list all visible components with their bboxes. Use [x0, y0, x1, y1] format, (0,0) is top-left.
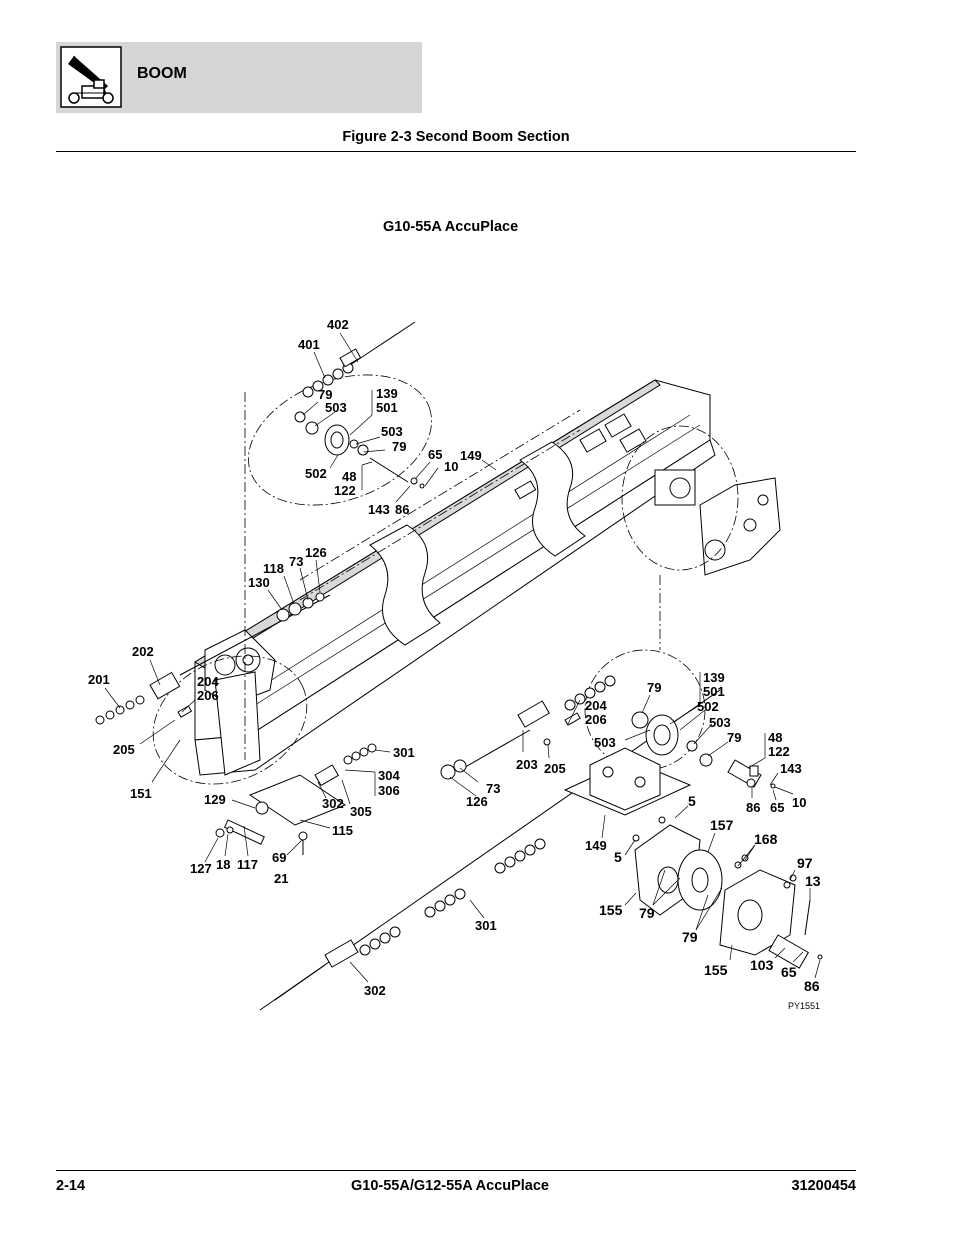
callout-86: 86 — [395, 502, 409, 517]
telehandler-boom-icon — [60, 46, 122, 108]
callout-503: 503 — [709, 715, 731, 730]
callout-79: 79 — [682, 929, 698, 945]
figure-title-text: Figure 2-3 Second Boom Section — [342, 129, 570, 145]
callout-118: 118 — [263, 561, 284, 576]
callout-127: 127 — [190, 861, 212, 876]
callout-143: 143 — [780, 761, 802, 776]
callout-122: 122 — [768, 744, 790, 759]
callout-117: 117 — [237, 857, 258, 872]
callout-126: 126 — [466, 794, 488, 809]
callout-204: 204 — [197, 674, 219, 689]
boom-section-drawing — [194, 379, 781, 776]
callout-203: 203 — [516, 757, 538, 772]
callout-401: 401 — [298, 337, 320, 352]
section-title: BOOM — [137, 65, 187, 82]
callout-79: 79 — [318, 387, 332, 402]
callout-204: 204 — [585, 698, 607, 713]
callout-301: 301 — [475, 918, 497, 933]
callout-205: 205 — [113, 742, 135, 757]
manual-title: G10-55A/G12-55A AccuPlace — [351, 1178, 550, 1194]
callout-115: 115 — [332, 823, 353, 838]
callout-73: 73 — [289, 554, 303, 569]
footer-rule — [56, 1170, 856, 1171]
callout-79: 79 — [727, 730, 741, 745]
callout-206: 206 — [197, 688, 219, 703]
callout-302: 302 — [364, 983, 386, 998]
callout-79: 79 — [639, 905, 655, 921]
figure-title: Figure 2-3 Second Boom Section — [0, 129, 954, 145]
header-rule — [56, 151, 856, 152]
callout-168: 168 — [754, 831, 778, 847]
callout-202: 202 — [132, 644, 154, 659]
callout-502: 502 — [305, 466, 327, 481]
callout-79: 79 — [647, 680, 661, 695]
callout-126: 126 — [305, 545, 327, 560]
callout-48: 48 — [768, 730, 782, 745]
lower-chain-assembly — [215, 675, 823, 1011]
leader-lines — [104, 332, 821, 983]
page-number: 2-14 — [56, 1178, 86, 1194]
callout-304: 304 — [378, 768, 400, 783]
callout-5: 5 — [614, 849, 622, 865]
callout-151: 151 — [130, 786, 152, 801]
callout-305: 305 — [350, 804, 372, 819]
callout-206: 206 — [585, 712, 607, 727]
upper-chain-assembly — [294, 321, 425, 489]
callout-155: 155 — [704, 962, 728, 978]
callout-155: 155 — [599, 902, 623, 918]
callout-501: 501 — [703, 684, 725, 699]
callout-139: 139 — [703, 670, 725, 685]
figure-subtitle: G10-55A AccuPlace — [383, 219, 519, 235]
callout-503: 503 — [381, 424, 403, 439]
callout-122: 122 — [334, 483, 356, 498]
callout-149: 149 — [585, 838, 607, 853]
callout-65: 65 — [770, 800, 784, 815]
callout-79: 79 — [392, 439, 406, 454]
callout-18: 18 — [216, 857, 230, 872]
callout-302: 302 — [322, 796, 344, 811]
callout-130: 130 — [248, 575, 270, 590]
callout-301: 301 — [393, 745, 415, 760]
document-number: 31200454 — [791, 1178, 856, 1194]
callout-10: 10 — [792, 795, 806, 810]
callout-501: 501 — [376, 400, 398, 415]
callout-48: 48 — [342, 469, 356, 484]
callout-143: 143 — [368, 502, 390, 517]
callout-86: 86 — [804, 978, 820, 994]
callout-201: 201 — [88, 672, 110, 687]
callout-306: 306 — [378, 783, 400, 798]
callout-5: 5 — [688, 793, 696, 809]
callout-503: 503 — [325, 400, 347, 415]
callout-157: 157 — [710, 817, 734, 833]
callout-21: 21 — [274, 871, 288, 886]
callout-205: 205 — [544, 761, 566, 776]
callout-149: 149 — [460, 448, 482, 463]
callout-65: 65 — [428, 447, 442, 462]
callout-103: 103 — [750, 957, 774, 973]
callout-labels: 402 401 79 503 139 501 503 79 502 48 122… — [88, 317, 821, 1011]
callout-139: 139 — [376, 386, 398, 401]
callout-10: 10 — [444, 459, 458, 474]
callout-73: 73 — [486, 781, 500, 796]
callout-97: 97 — [797, 855, 813, 871]
callout-402: 402 — [327, 317, 349, 332]
drawing-id: PY1551 — [788, 1001, 820, 1011]
callout-86: 86 — [746, 800, 760, 815]
callout-65: 65 — [781, 964, 797, 980]
callout-129: 129 — [204, 792, 226, 807]
adjusting-bolt-assembly — [95, 592, 331, 725]
callout-503: 503 — [594, 735, 616, 750]
callout-502: 502 — [697, 699, 719, 714]
callout-13: 13 — [805, 873, 821, 889]
callout-69: 69 — [272, 850, 286, 865]
